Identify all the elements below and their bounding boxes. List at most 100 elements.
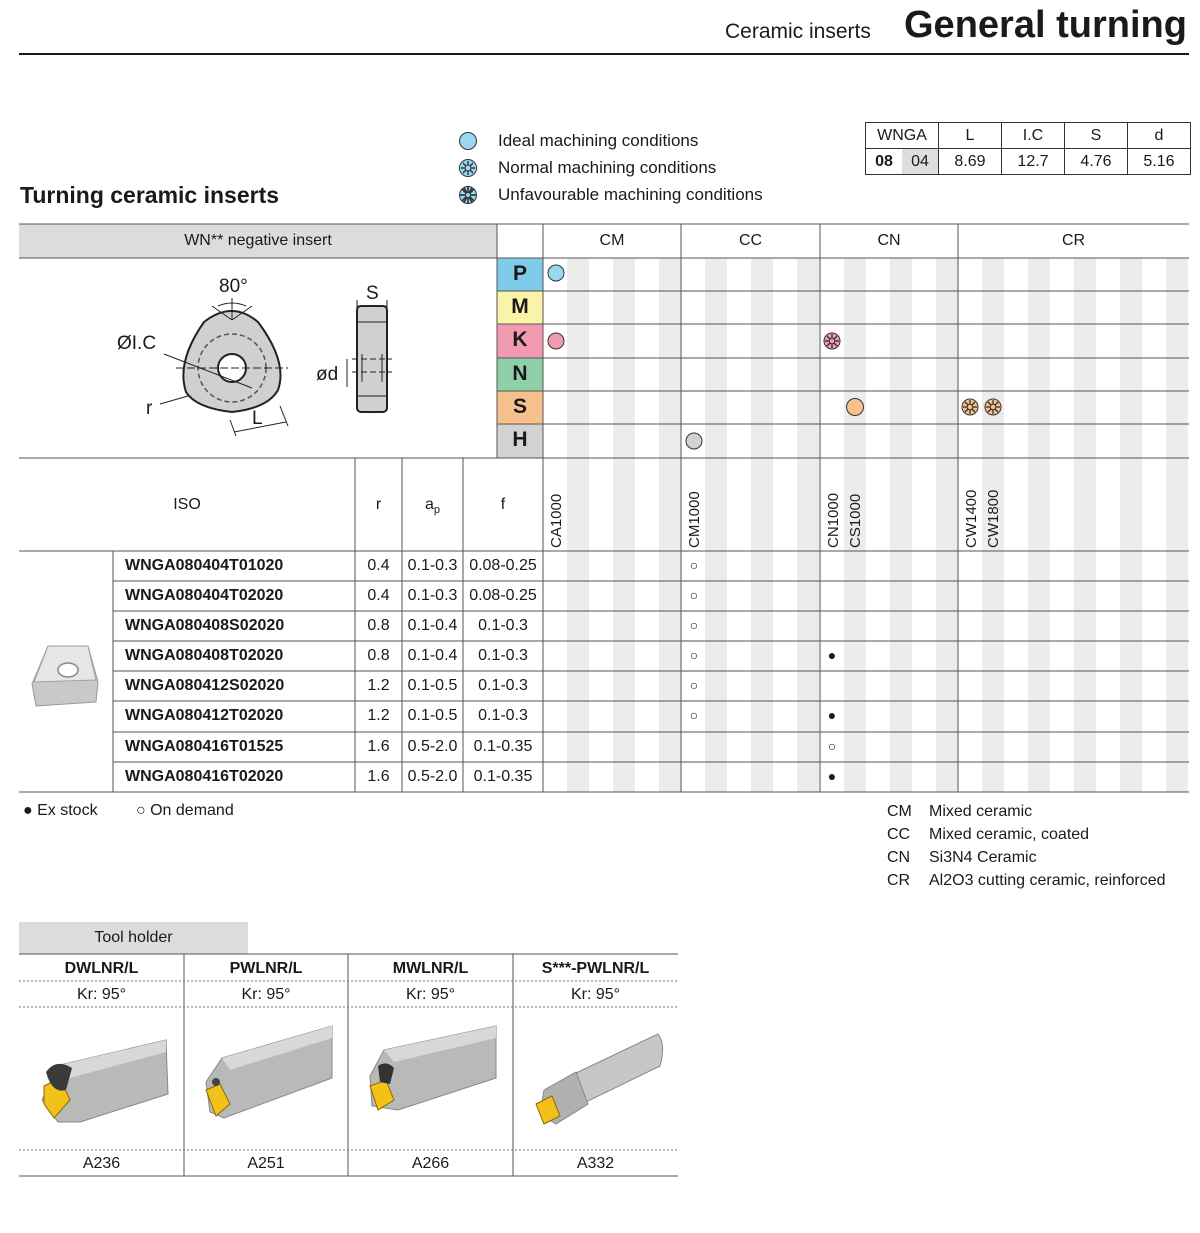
holder-1-page[interactable]: A236 (82, 1155, 121, 1172)
grade-stripe (797, 258, 819, 792)
material-m: M (511, 295, 529, 318)
holder-4-kr: Kr: 95° (570, 986, 621, 1003)
holder-2-page[interactable]: A251 (247, 1155, 285, 1172)
material-cell-k (496, 323, 544, 359)
row-ap: 0.1-0.5 (407, 677, 458, 694)
row-r: 1.6 (367, 768, 390, 785)
material-cell-h (496, 423, 544, 459)
legend-normal: Normal machining conditions (458, 158, 716, 178)
row-r: 0.8 (367, 617, 390, 634)
legend-normal-label: Normal machining conditions (498, 158, 717, 177)
row-ap: 0.1-0.4 (407, 617, 458, 634)
abbr-cn-code: CN (887, 849, 911, 866)
grade-stripe (1166, 258, 1188, 792)
holder-2-name: PWLNR/L (229, 960, 303, 977)
material-k: K (512, 328, 528, 351)
legend-ideal-label: Ideal machining conditions (498, 131, 699, 150)
s-cw1800-normal-icon (984, 398, 1002, 416)
availability-mark: ○ (827, 738, 837, 754)
abbr-cr-desc: Al2O3 cutting ceramic, reinforced (929, 872, 1166, 889)
holder-2-kr: Kr: 95° (241, 986, 291, 1003)
label-l: L (252, 408, 263, 429)
legend-unfavourable-label: Unfavourable machining conditions (498, 185, 763, 204)
dim-value-d: 5.16 (1127, 148, 1191, 175)
grade-stripe (613, 258, 635, 792)
label-r: r (146, 398, 153, 419)
label-ic: ØI.C (117, 333, 157, 354)
condition-symbols (547, 264, 1002, 450)
legend-ideal: Ideal machining conditions (458, 131, 698, 151)
label-d: ød (316, 364, 339, 385)
tool-holder-image-spwlnr (535, 1033, 664, 1125)
tool-holder-image-dwlnr (41, 1039, 169, 1123)
row-ap: 0.5-2.0 (407, 738, 458, 755)
row-r: 0.4 (367, 587, 390, 604)
row-code: WNGA080408T02020 (125, 647, 284, 664)
col-ap: ap (402, 496, 463, 516)
grade-cm1000: CM1000 (686, 491, 703, 548)
grade-stripe (890, 258, 912, 792)
dim-code-a: 08 (875, 152, 893, 170)
row-code: WNGA080416T01525 (125, 738, 284, 755)
col-f: f (500, 496, 506, 513)
availability-mark: ● (827, 647, 837, 663)
group-cr: CR (1061, 232, 1086, 249)
grade-ca1000: CA1000 (548, 493, 565, 548)
grade-cw1800: CW1800 (985, 489, 1002, 548)
row-r: 0.4 (367, 557, 390, 574)
holder-4-page[interactable]: A332 (576, 1155, 615, 1172)
label-angle: 80° (219, 276, 248, 297)
row-ap: 0.5-2.0 (407, 768, 458, 785)
normal-star-icon (459, 159, 477, 177)
row-code: WNGA080416T02020 (125, 768, 284, 785)
tool-holder-label: Tool holder (94, 929, 173, 946)
header-subtitle: Ceramic inserts (725, 20, 871, 43)
availability-mark: ○ (689, 557, 699, 573)
material-s: S (512, 395, 527, 418)
insert-header-bg (19, 224, 497, 258)
group-cm: CM (599, 232, 625, 249)
abbr-cr-code: CR (887, 872, 911, 889)
availability-mark: ● (827, 768, 837, 784)
row-f: 0.08-0.25 (469, 587, 537, 604)
holder-3-page[interactable]: A266 (411, 1155, 450, 1172)
dim-header-s: S (1064, 122, 1128, 149)
row-ap: 0.1-0.3 (407, 587, 458, 604)
grade-stripe (705, 258, 727, 792)
dim-code-b: 04 (902, 149, 938, 174)
row-code: WNGA080408S02020 (125, 617, 285, 634)
material-p: P (512, 262, 527, 285)
holder-1-kr: Kr: 95° (76, 986, 127, 1003)
group-cn: CN (877, 232, 901, 249)
abbr-cc-desc: Mixed ceramic, coated (929, 826, 1090, 843)
unfavourable-star-icon (459, 186, 477, 204)
stock-ex: ● Ex stock (23, 802, 98, 819)
col-ap-sub: p (433, 504, 441, 517)
grade-stripe (1074, 258, 1096, 792)
abbr-cn-desc: Si3N4 Ceramic (929, 849, 1037, 866)
group-cc: CC (738, 232, 763, 249)
row-code: WNGA080404T02020 (125, 587, 284, 604)
row-r: 0.8 (367, 647, 390, 664)
grade-stripe (567, 258, 589, 792)
material-h: H (512, 428, 528, 451)
availability-mark: ○ (689, 647, 699, 663)
row-code: WNGA080404T01020 (125, 557, 284, 574)
row-f: 0.1-0.3 (478, 617, 528, 634)
section-title: Turning ceramic inserts (20, 182, 280, 208)
insert-drawing (159, 298, 289, 437)
dimensions-table: WNGA L I.C S d 08 04 8.69 12.7 4.76 5.16 (865, 122, 1191, 175)
legend-unfavourable: Unfavourable machining conditions (458, 185, 763, 205)
row-r: 1.6 (367, 738, 390, 755)
s-cs-ideal-icon (846, 398, 864, 416)
abbr-cm-desc: Mixed ceramic (929, 803, 1033, 820)
grade-stripe (1028, 258, 1050, 792)
row-ap: 0.1-0.4 (407, 647, 458, 664)
grade-stripe (1120, 258, 1142, 792)
col-iso: ISO (173, 496, 201, 513)
ideal-circle-icon (459, 132, 477, 150)
grade-stripe (936, 258, 958, 792)
header-rule (19, 53, 1189, 55)
col-ap-main: a (424, 496, 434, 513)
